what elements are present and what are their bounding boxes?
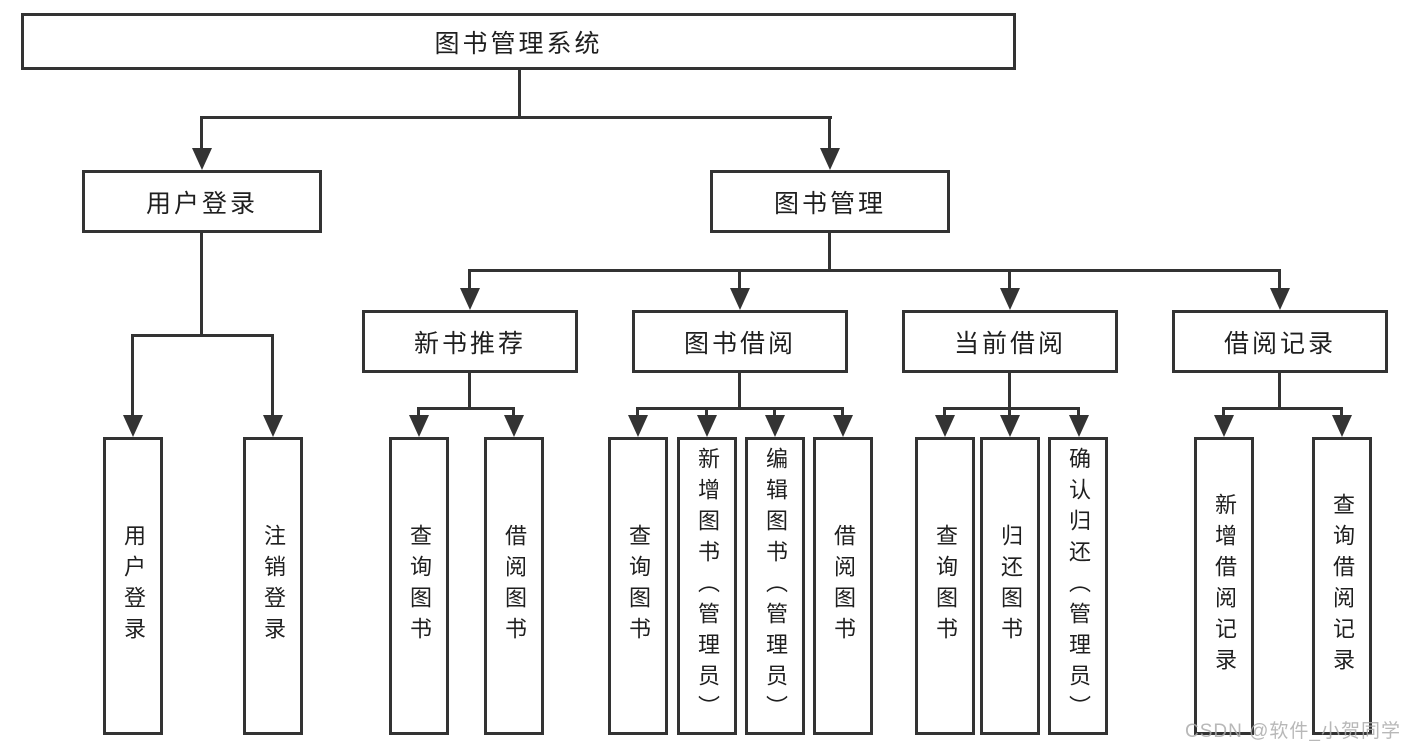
leaf-newrec-query-books-label: 查询图书 xyxy=(407,524,432,648)
leaf-logout-label: 注销登录 xyxy=(261,524,286,648)
node-user-login: 用户登录 xyxy=(82,170,322,233)
node-book-management: 图书管理 xyxy=(710,170,950,233)
connector-root-stem xyxy=(518,69,521,119)
arrow-down-icon xyxy=(628,415,648,437)
leaf-query-borrow-record: 查询借阅记录 xyxy=(1312,437,1372,735)
arrow-stem xyxy=(943,407,946,418)
arrow-stem xyxy=(1278,269,1281,293)
node-user-login-label: 用户登录 xyxy=(145,189,258,218)
leaf-logout: 注销登录 xyxy=(243,437,303,735)
arrow-stem xyxy=(705,407,708,418)
leaf-add-books-admin-label: 新增图书（管理员） xyxy=(695,446,720,726)
arrow-stem xyxy=(841,407,844,418)
node-book-borrow-label: 图书借阅 xyxy=(683,329,796,358)
connector-group5-rail xyxy=(1222,407,1343,410)
arrow-down-icon xyxy=(1000,415,1020,437)
arrow-stem xyxy=(468,269,471,293)
leaf-add-books-admin: 新增图书（管理员） xyxy=(677,437,737,735)
arrow-down-icon xyxy=(504,415,524,437)
arrow-down-icon xyxy=(935,415,955,437)
connector-book-borrow-stem xyxy=(738,372,741,410)
arrow-down-icon xyxy=(123,415,143,437)
leaf-return-books: 归还图书 xyxy=(980,437,1040,735)
node-root-label: 图书管理系统 xyxy=(434,29,603,58)
arrow-stem xyxy=(271,334,274,419)
connector-group2-rail xyxy=(417,407,515,410)
connector-current-borrow-stem xyxy=(1008,372,1011,410)
arrow-stem xyxy=(200,116,203,152)
connector-level3-rail xyxy=(468,269,1281,272)
arrow-stem xyxy=(828,116,831,152)
arrow-down-icon xyxy=(1069,415,1089,437)
leaf-current-query-books: 查询图书 xyxy=(915,437,975,735)
arrow-down-icon xyxy=(460,288,480,310)
watermark: CSDN @软件_小贺同学 xyxy=(1185,721,1401,742)
arrow-stem xyxy=(131,334,134,419)
arrow-stem xyxy=(1077,407,1080,418)
arrow-stem xyxy=(1008,407,1011,418)
leaf-add-borrow-record: 新增借阅记录 xyxy=(1194,437,1254,735)
leaf-borrow-books: 借阅图书 xyxy=(813,437,873,735)
node-root: 图书管理系统 xyxy=(21,13,1016,70)
arrow-stem xyxy=(636,407,639,418)
node-current-borrow-label: 当前借阅 xyxy=(953,329,1066,358)
connector-group3-rail xyxy=(636,407,844,410)
arrow-down-icon xyxy=(1270,288,1290,310)
arrow-stem xyxy=(417,407,420,418)
arrow-stem xyxy=(738,269,741,293)
connector-user-login-stem xyxy=(200,232,203,337)
leaf-query-borrow-record-label: 查询借阅记录 xyxy=(1330,493,1355,679)
node-book-management-label: 图书管理 xyxy=(773,189,886,218)
connector-new-book-stem xyxy=(468,372,471,410)
leaf-newrec-borrow-books-label: 借阅图书 xyxy=(502,524,527,648)
arrow-stem xyxy=(1222,407,1225,418)
arrow-down-icon xyxy=(263,415,283,437)
arrow-down-icon xyxy=(192,148,212,170)
arrow-down-icon xyxy=(833,415,853,437)
leaf-return-books-label: 归还图书 xyxy=(998,524,1023,648)
arrow-down-icon xyxy=(1000,288,1020,310)
connector-book-mgmt-stem xyxy=(828,232,831,272)
connector-group1-rail xyxy=(131,334,274,337)
leaf-edit-books-admin: 编辑图书（管理员） xyxy=(745,437,805,735)
leaf-edit-books-admin-label: 编辑图书（管理员） xyxy=(763,446,788,726)
arrow-stem xyxy=(1008,269,1011,293)
leaf-confirm-return-admin-label: 确认归还（管理员） xyxy=(1066,446,1091,726)
leaf-confirm-return-admin: 确认归还（管理员） xyxy=(1048,437,1108,735)
connector-level2-rail xyxy=(200,116,832,119)
leaf-current-query-books-label: 查询图书 xyxy=(933,524,958,648)
node-borrow-records: 借阅记录 xyxy=(1172,310,1388,373)
node-borrow-records-label: 借阅记录 xyxy=(1223,329,1336,358)
leaf-borrow-books-label: 借阅图书 xyxy=(831,524,856,648)
connector-borrow-records-stem xyxy=(1278,372,1281,410)
arrow-down-icon xyxy=(1332,415,1352,437)
arrow-down-icon xyxy=(409,415,429,437)
arrow-stem xyxy=(773,407,776,418)
arrow-stem xyxy=(512,407,515,418)
arrow-down-icon xyxy=(730,288,750,310)
arrow-down-icon xyxy=(1214,415,1234,437)
arrow-down-icon xyxy=(820,148,840,170)
arrow-down-icon xyxy=(697,415,717,437)
leaf-user-login-label: 用户登录 xyxy=(121,524,146,648)
leaf-newrec-query-books: 查询图书 xyxy=(389,437,449,735)
node-new-book-recommend: 新书推荐 xyxy=(362,310,578,373)
leaf-borrow-query-books: 查询图书 xyxy=(608,437,668,735)
connector-group4-rail xyxy=(943,407,1080,410)
node-book-borrow: 图书借阅 xyxy=(632,310,848,373)
arrow-stem xyxy=(1340,407,1343,418)
leaf-borrow-query-books-label: 查询图书 xyxy=(626,524,651,648)
leaf-add-borrow-record-label: 新增借阅记录 xyxy=(1212,493,1237,679)
arrow-down-icon xyxy=(765,415,785,437)
leaf-user-login: 用户登录 xyxy=(103,437,163,735)
node-new-book-recommend-label: 新书推荐 xyxy=(413,329,526,358)
node-current-borrow: 当前借阅 xyxy=(902,310,1118,373)
leaf-newrec-borrow-books: 借阅图书 xyxy=(484,437,544,735)
